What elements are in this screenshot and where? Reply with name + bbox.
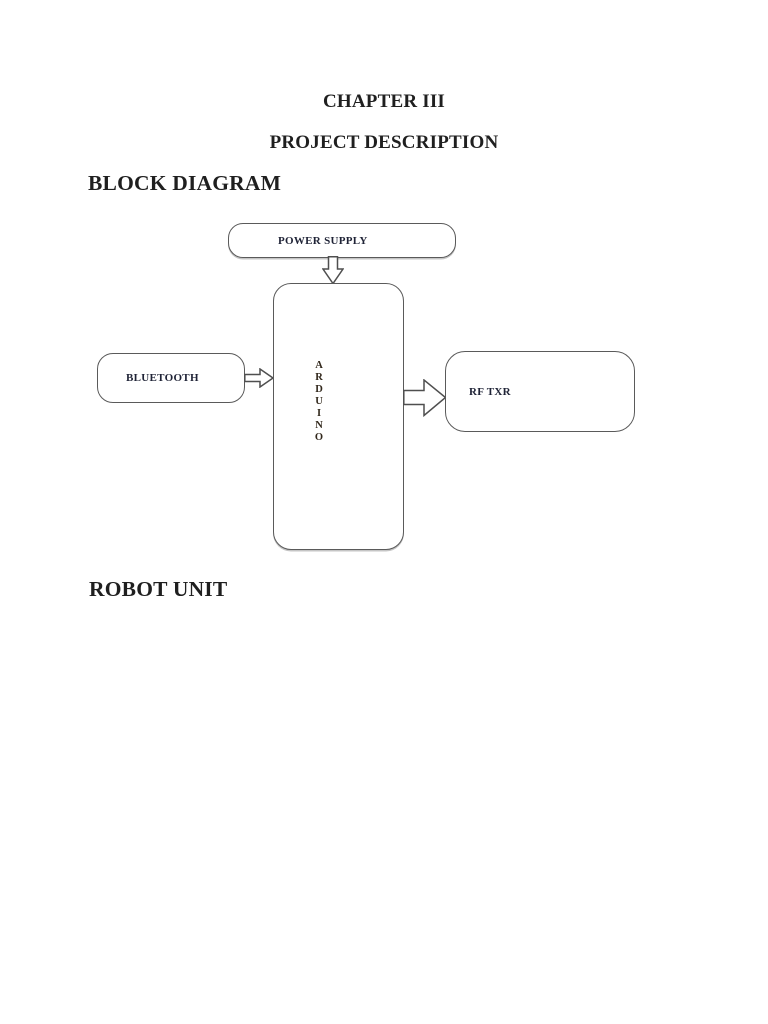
right-arrow-arduino-to-rf-txr bbox=[403, 379, 447, 417]
rf-txr-label: RF TXR bbox=[469, 385, 511, 398]
rf-txr-block: RF TXR bbox=[445, 351, 635, 432]
power-supply-block: POWER SUPPLY bbox=[228, 223, 456, 258]
robot-unit-section-heading: ROBOT UNIT bbox=[89, 577, 228, 601]
power-supply-label: POWER SUPPLY bbox=[278, 234, 368, 247]
down-arrow-power-supply-to-arduino bbox=[322, 256, 344, 285]
project-description-heading: PROJECT DESCRIPTION bbox=[269, 132, 499, 153]
bluetooth-block: BLUETOOTH bbox=[97, 353, 245, 403]
chapter-heading: CHAPTER III bbox=[322, 91, 446, 112]
bluetooth-label: BLUETOOTH bbox=[126, 372, 199, 384]
block-diagram-section-heading: BLOCK DIAGRAM bbox=[88, 171, 282, 195]
right-arrow-bluetooth-to-arduino bbox=[244, 368, 274, 388]
arduino-label: A R D U I N O bbox=[314, 360, 324, 443]
arduino-block: A R D U I N O bbox=[273, 283, 404, 550]
